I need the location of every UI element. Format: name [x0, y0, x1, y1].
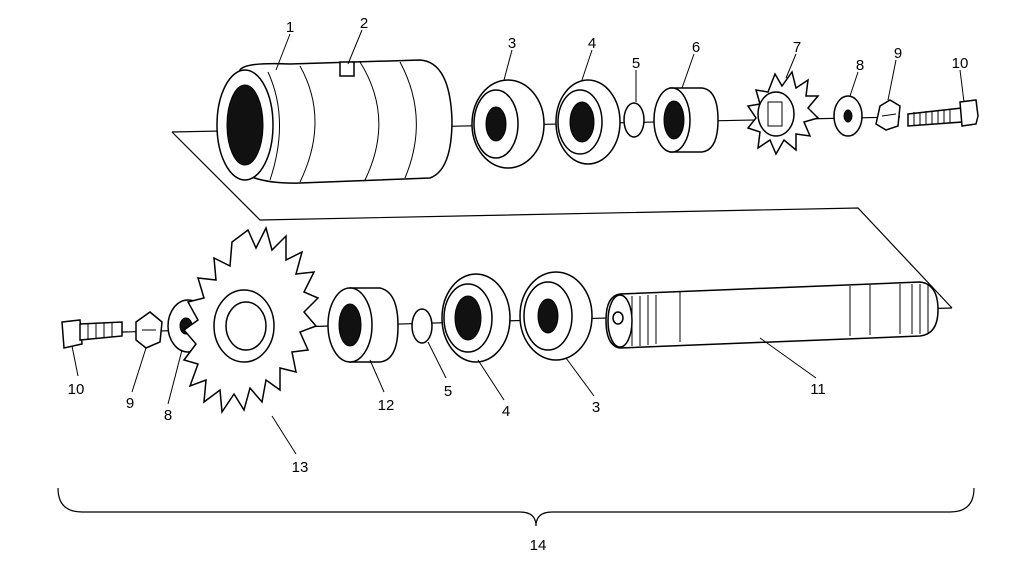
- callout-8-bottom: 8: [164, 407, 172, 424]
- callout-9-bottom: 9: [126, 395, 134, 412]
- washer-part-8-top: [833, 95, 863, 137]
- small-sprocket-part-7: [746, 70, 820, 156]
- callout-12: 12: [378, 397, 395, 414]
- callout-4-top: 4: [588, 35, 596, 52]
- callout-14: 14: [530, 537, 547, 554]
- callout-4-bottom: 4: [502, 403, 510, 420]
- bolt-part-10-bottom: [61, 319, 123, 349]
- callout-13: 13: [292, 459, 309, 476]
- callout-7: 7: [793, 39, 801, 56]
- callout-9-top: 9: [894, 45, 902, 62]
- spacer-part-6: [653, 87, 719, 153]
- callout-1: 1: [286, 19, 294, 36]
- lock-washer-part-9-top: [875, 99, 901, 131]
- assembly-bracket: [57, 487, 975, 527]
- race-part-4-top: [555, 79, 621, 165]
- race-part-4-bottom: [441, 273, 511, 363]
- bearing-part-3-top: [471, 79, 545, 169]
- callout-labels: 1 2 3 4 5 6 7 8 9 10 10 9 8 13 12 5 4 3 …: [68, 15, 969, 554]
- callout-8-top: 8: [856, 57, 864, 74]
- bearing-part-3-bottom: [519, 271, 593, 361]
- callout-5-bottom: 5: [444, 383, 452, 400]
- callout-6: 6: [692, 39, 700, 56]
- snap-ring-part-5-top: [623, 102, 645, 138]
- callout-10-bottom: 10: [68, 381, 85, 398]
- snap-ring-part-5-bottom: [411, 308, 433, 344]
- shaft-part-11: [605, 281, 939, 349]
- housing-part-1: [216, 59, 453, 184]
- callout-3-top: 3: [508, 35, 516, 52]
- large-sprocket-part-13: [182, 225, 320, 415]
- callout-11: 11: [810, 381, 826, 398]
- spacer-part-12: [327, 287, 399, 363]
- callout-3-bottom: 3: [592, 399, 600, 416]
- bolt-part-10-top: [907, 99, 979, 127]
- lock-washer-part-9-bottom: [135, 311, 163, 349]
- callout-2: 2: [360, 15, 368, 32]
- callout-5-top: 5: [632, 55, 640, 72]
- leader-lines: [71, 29, 965, 455]
- callout-10-top: 10: [952, 55, 969, 72]
